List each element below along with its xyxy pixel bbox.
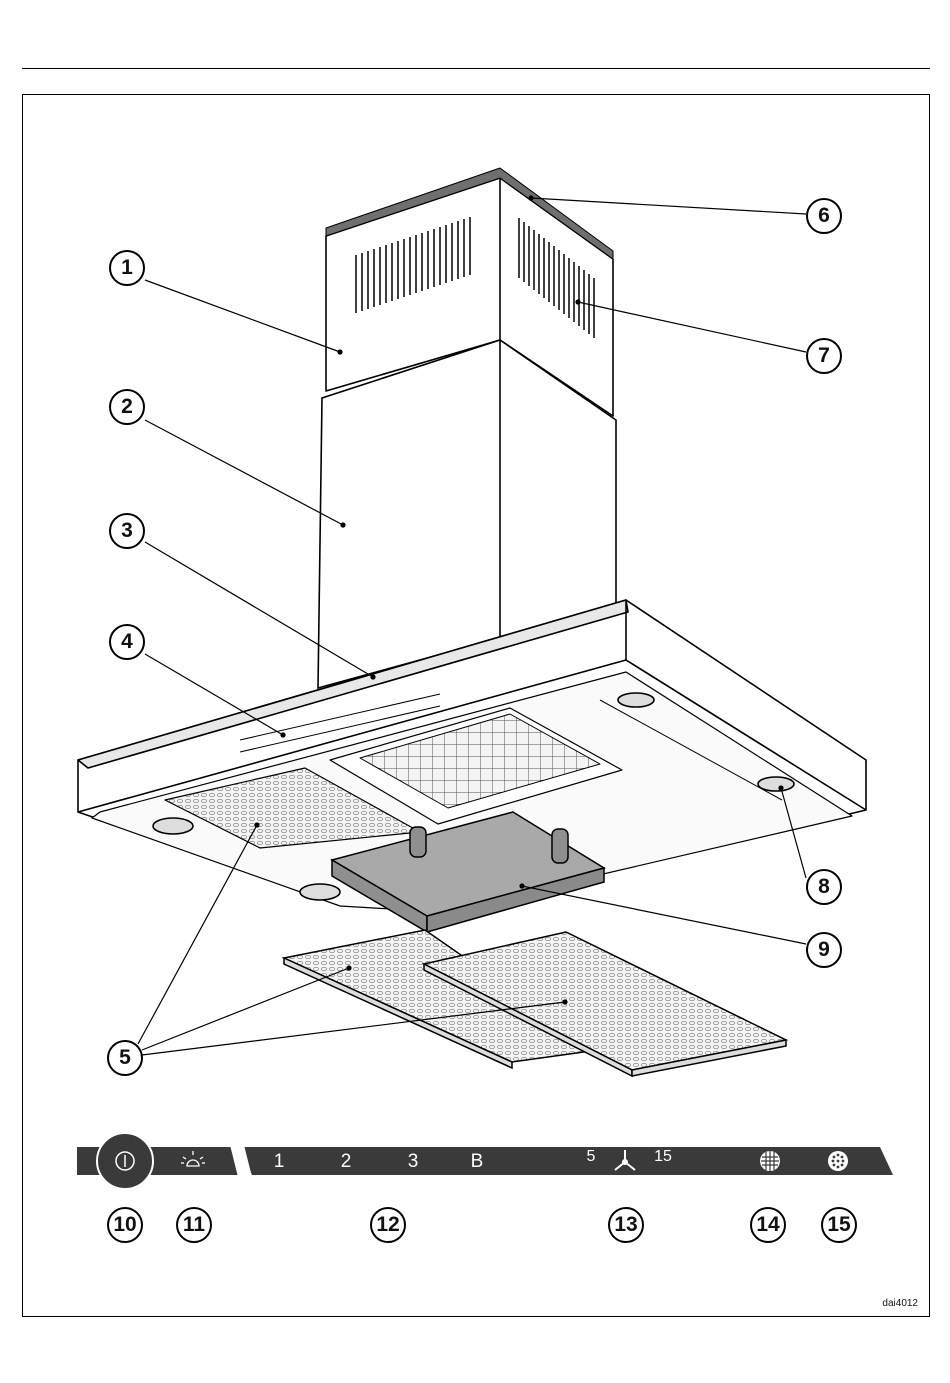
callout-11: 11 <box>176 1207 212 1243</box>
fan-level-3-label: 3 <box>408 1151 419 1173</box>
reference-code: dai4012 <box>882 1298 918 1309</box>
callout-5: 5 <box>107 1040 143 1076</box>
callout-4: 4 <box>109 624 145 660</box>
fan-level-1-label: 1 <box>274 1151 285 1173</box>
timer-max-label: 15 <box>654 1148 672 1166</box>
callout-1: 1 <box>109 250 145 286</box>
callout-6: 6 <box>806 198 842 234</box>
callout-9: 9 <box>806 932 842 968</box>
odour-filter-icon <box>828 1151 848 1171</box>
callout-10: 10 <box>107 1207 143 1243</box>
callout-7: 7 <box>806 338 842 374</box>
callout-3: 3 <box>109 513 145 549</box>
callout-14: 14 <box>750 1207 786 1243</box>
booster-level-label: B <box>471 1151 484 1173</box>
callout-8: 8 <box>806 869 842 905</box>
timer-min-label: 5 <box>587 1148 596 1166</box>
grease-filter-icon <box>760 1151 780 1171</box>
loose-grease-filters <box>284 930 786 1076</box>
fan-level-2-label: 2 <box>341 1151 352 1173</box>
callout-15: 15 <box>821 1207 857 1243</box>
callout-2: 2 <box>109 389 145 425</box>
callout-12: 12 <box>370 1207 406 1243</box>
callout-13: 13 <box>608 1207 644 1243</box>
